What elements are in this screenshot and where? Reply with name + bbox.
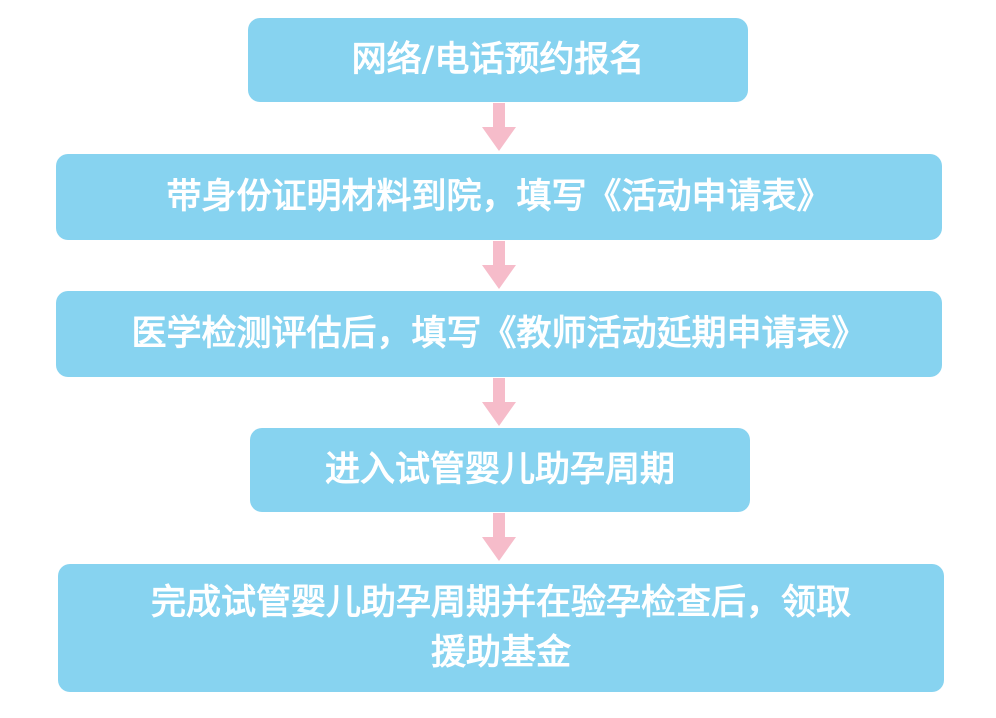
step-5-box: 完成试管婴儿助孕周期并在验孕检查后，领取 援助基金: [58, 564, 944, 692]
step-4-label: 进入试管婴儿助孕周期: [324, 450, 675, 490]
step-3-box: 医学检测评估后，填写《教师活动延期申请表》: [56, 291, 942, 377]
arrow-down-icon: [482, 513, 516, 561]
arrow-down-icon: [482, 103, 516, 151]
step-2-box: 带身份证明材料到院，填写《活动申请表》: [56, 154, 942, 240]
step-1-box: 网络/电话预约报名: [248, 18, 748, 102]
step-4-box: 进入试管婴儿助孕周期: [250, 428, 750, 512]
step-1-label: 网络/电话预约报名: [351, 40, 645, 80]
step-5-line-1: 完成试管婴儿助孕周期并在验孕检查后，领取: [150, 583, 851, 623]
step-2-label: 带身份证明材料到院，填写《活动申请表》: [166, 177, 832, 217]
step-5-label: 完成试管婴儿助孕周期并在验孕检查后，领取 援助基金: [151, 578, 851, 678]
arrow-down-icon: [482, 241, 516, 289]
step-3-label: 医学检测评估后，填写《教师活动延期申请表》: [131, 314, 867, 354]
step-5-line-2: 援助基金: [430, 633, 571, 673]
arrow-down-icon: [482, 378, 516, 426]
